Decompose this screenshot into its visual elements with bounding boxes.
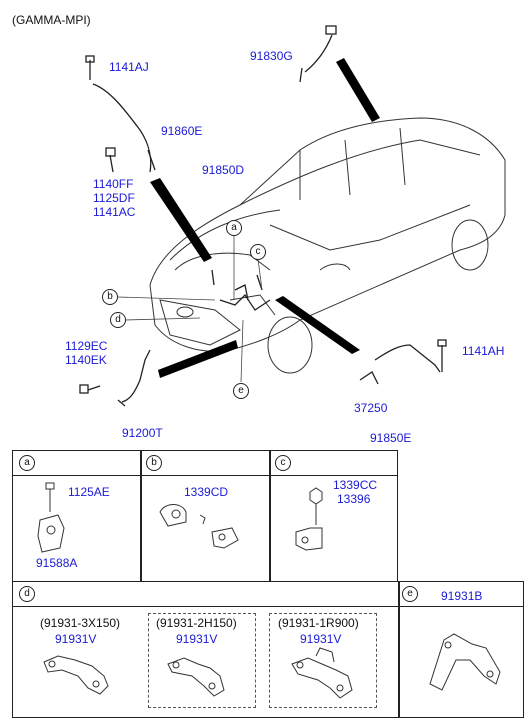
page-title: (GAMMA-MPI)	[12, 13, 91, 27]
cell-e-part-91931B: 91931B	[441, 589, 483, 603]
cell-c-letter: c	[275, 455, 291, 471]
cell-d-letter: d	[19, 586, 35, 602]
variant-1-part: 91931V	[55, 632, 97, 646]
callout-c: c	[250, 244, 266, 260]
variant-2-part: 91931V	[176, 632, 218, 646]
variant-3-part: 91931V	[300, 632, 342, 646]
cell-b-part-1339CD: 1339CD	[184, 485, 229, 499]
callout-b: b	[102, 289, 118, 305]
vehicle-diagram	[79, 25, 506, 407]
cell-a-part-91588A: 91588A	[36, 556, 78, 570]
cell-b-letter: b	[146, 455, 162, 471]
label-1141AJ: 1141AJ	[109, 60, 149, 74]
label-91860E: 91860E	[161, 124, 203, 138]
cell-e-letter: e	[402, 586, 418, 602]
label-37250: 37250	[354, 401, 388, 415]
label-1140EK: 1140EK	[65, 353, 107, 367]
cell-a-letter: a	[19, 455, 35, 471]
variant-3-code: (91931-1R900)	[278, 616, 359, 630]
cell-c-part-1339CC: 1339CC	[333, 478, 378, 492]
callout-a: a	[226, 220, 242, 236]
label-1125DF: 1125DF	[93, 191, 135, 205]
cell-a-part-1125AE: 1125AE	[68, 485, 110, 499]
label-91850E: 91850E	[370, 431, 412, 445]
table-row-1-header	[12, 450, 398, 476]
col-divider-3	[398, 581, 400, 718]
label-1141AH: 1141AH	[462, 344, 505, 358]
label-1140FF: 1140FF	[93, 177, 134, 191]
label-91850D: 91850D	[202, 163, 245, 177]
variant-1-code: (91931-3X150)	[40, 616, 121, 630]
label-1129EC: 1129EC	[65, 339, 108, 353]
callout-d: d	[110, 312, 126, 328]
variant-2-box	[148, 613, 256, 708]
variant-3-box	[269, 613, 377, 708]
variant-2-code: (91931-2H150)	[156, 616, 237, 630]
label-91200T: 91200T	[122, 426, 163, 440]
label-91830G: 91830G	[250, 49, 293, 63]
label-1141AC: 1141AC	[93, 205, 136, 219]
table-row-2-header	[12, 581, 524, 607]
cell-c-part-13396: 13396	[337, 492, 371, 506]
callout-e: e	[233, 383, 249, 399]
